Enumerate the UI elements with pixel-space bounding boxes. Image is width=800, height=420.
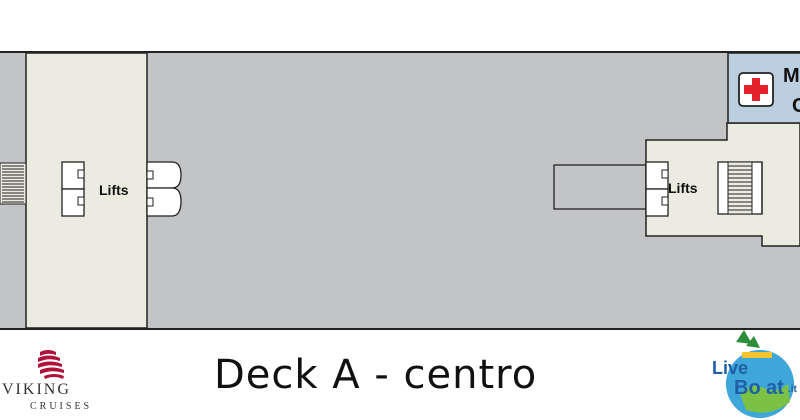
lifts-label-right: Lifts <box>668 180 698 196</box>
lifts-label-left: Lifts <box>99 182 129 198</box>
deck-plan: Lifts M C Lifts <box>0 51 800 330</box>
viking-ship-icon <box>38 350 64 379</box>
liveboat-text-at: at <box>766 377 784 399</box>
medical-label-line2: C <box>792 95 800 117</box>
lift-shafts-right <box>645 161 669 217</box>
stairs-icon <box>717 161 763 215</box>
lift-lobby-left <box>25 52 148 329</box>
viking-brand-name: VIKING <box>2 381 71 398</box>
viking-brand-subtitle: CRUISES <box>30 401 93 412</box>
corridor-right <box>553 164 647 210</box>
stairs-icon <box>0 162 27 205</box>
liveboat-text-live: Live <box>712 358 748 378</box>
liveboat-globe-icon: Live Bo at .it <box>712 330 798 418</box>
medical-label-line1: M <box>783 65 800 87</box>
lift-doors-left <box>146 161 182 217</box>
lift-shafts-left <box>61 161 85 217</box>
liveboat-text-bo: Bo <box>734 377 761 399</box>
page-title: Deck A - centro <box>214 352 538 398</box>
red-cross-icon <box>738 72 774 107</box>
liveboat-text-suffix: .it <box>788 384 798 395</box>
